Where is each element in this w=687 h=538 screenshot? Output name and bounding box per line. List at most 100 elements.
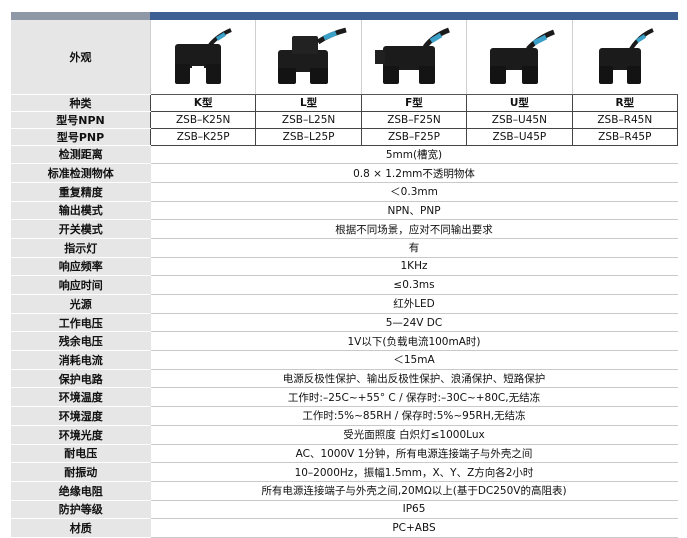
spec-label: 绝缘电阻 <box>11 481 151 501</box>
spec-row: 绝缘电阻所有电源连接端子与外壳之间,20MΩ以上(基于DC250V的高阻表) <box>11 481 678 501</box>
spec-label: 材质 <box>11 518 151 538</box>
pnp-l: ZSB–L25P <box>255 128 362 146</box>
spec-value: ≤0.3ms <box>150 275 678 295</box>
spec-label: 响应频率 <box>11 257 151 277</box>
spec-value: 工作时:–25C~+55° C / 保存时:–30C~+80C,无结冻 <box>150 387 678 408</box>
spec-label: 光源 <box>11 294 151 314</box>
pnp-u: ZSB–U45P <box>466 128 573 146</box>
spec-row: 指示灯有 <box>11 238 678 258</box>
spec-label: 环境光度 <box>11 425 151 445</box>
pnp-row: 型号PNP ZSB–K25P ZSB–L25P ZSB–F25P ZSB–U45… <box>11 128 679 146</box>
spec-label: 保护电路 <box>11 369 151 389</box>
header-bar <box>11 12 678 20</box>
spec-label: 重复精度 <box>11 182 151 202</box>
u-type-photo-cell <box>466 20 573 95</box>
type-l: L型 <box>255 94 362 112</box>
type-f: F型 <box>360 94 468 112</box>
npn-label: 型号NPN <box>11 111 151 129</box>
spec-label: 检测距离 <box>11 145 151 165</box>
spec-value: ＜0.3mm <box>150 182 678 202</box>
npn-row: 型号NPN ZSB–K25N ZSB–L25N ZSB–F25N ZSB–U45… <box>11 111 679 129</box>
spec-label: 防护等级 <box>11 500 151 520</box>
type-u: U型 <box>466 94 573 112</box>
spec-label: 环境温度 <box>11 387 151 408</box>
npn-r: ZSB–R45N <box>571 111 679 129</box>
type-label: 种类 <box>11 94 151 112</box>
spec-row: 重复精度＜0.3mm <box>11 182 678 202</box>
type-k: K型 <box>149 94 257 112</box>
spec-value: PC+ABS <box>150 518 678 538</box>
npn-l: ZSB–L25N <box>255 111 362 129</box>
spec-value: 1V以下(负载电流100mA时) <box>150 331 678 352</box>
l-type-photo-cell <box>255 20 362 95</box>
k-type-sensor-photo <box>175 27 232 84</box>
r-type-sensor-photo <box>599 27 654 84</box>
spec-row: 环境温度工作时:–25C~+55° C / 保存时:–30C~+80C,无结冻 <box>11 387 678 408</box>
l-type-sensor-photo <box>277 27 347 84</box>
spec-row: 光源红外LED <box>11 294 678 314</box>
k-type-photo-cell <box>149 20 256 95</box>
pnp-label: 型号PNP <box>11 128 151 146</box>
type-r: R型 <box>571 94 679 112</box>
spec-label: 响应时间 <box>11 275 151 295</box>
spec-value: 根据不同场景，应对不同输出要求 <box>150 219 678 239</box>
spec-value: 受光面照度 白炽灯≤1000Lux <box>150 425 678 445</box>
spec-label: 耐电压 <box>11 444 151 464</box>
spec-value: 0.8 × 1.2mm不透明物体 <box>150 163 678 183</box>
f-type-photo-cell <box>360 20 467 95</box>
spec-label: 指示灯 <box>11 238 151 258</box>
npn-k: ZSB–K25N <box>149 111 257 129</box>
spec-sheet: 外观 <box>11 12 679 538</box>
spec-row: 保护电路电源反极性保护、输出反极性保护、浪涌保护、短路保护 <box>11 369 678 389</box>
spec-value: IP65 <box>150 500 678 520</box>
spec-label: 标准检测物体 <box>11 163 151 183</box>
spec-label: 环境湿度 <box>11 406 151 426</box>
spec-label: 残余电压 <box>11 331 151 352</box>
header-bar-left <box>11 12 150 20</box>
spec-label: 输出模式 <box>11 201 151 221</box>
spec-value: 5—24V DC <box>150 313 678 333</box>
spec-row: 消耗电流＜15mA <box>11 350 678 370</box>
spec-value: 5mm(槽宽) <box>150 145 678 165</box>
appearance-row: 外观 <box>11 20 678 95</box>
spec-value: 红外LED <box>150 294 678 314</box>
spec-label: 开关模式 <box>11 219 151 239</box>
spec-value: NPN、PNP <box>150 201 678 221</box>
spec-row: 环境湿度工作时:5%~85RH / 保存时:5%~95RH,无结冻 <box>11 406 678 426</box>
spec-value: 1KHz <box>150 257 678 277</box>
r-type-photo-cell <box>571 20 678 95</box>
header-bar-right <box>150 12 678 20</box>
spec-table: 外观 <box>11 20 679 538</box>
pnp-r: ZSB–R45P <box>571 128 679 146</box>
spec-value: 有 <box>150 238 678 258</box>
npn-u: ZSB–U45N <box>466 111 573 129</box>
spec-value: ＜15mA <box>150 350 678 370</box>
spec-value: AC、1000V 1分钟，所有电源连接端子与外壳之间 <box>150 444 678 464</box>
f-type-sensor-photo <box>374 27 450 84</box>
spec-value: 10–2000Hz，振幅1.5mm，X、Y、Z方向各2小时 <box>150 462 678 482</box>
spec-row: 响应时间≤0.3ms <box>11 275 678 295</box>
spec-value: 电源反极性保护、输出反极性保护、浪涌保护、短路保护 <box>150 369 678 389</box>
spec-label: 消耗电流 <box>11 350 151 370</box>
npn-f: ZSB–F25N <box>360 111 468 129</box>
appearance-label: 外观 <box>11 20 151 95</box>
pnp-f: ZSB–F25P <box>360 128 468 146</box>
spec-label: 工作电压 <box>11 313 151 333</box>
spec-value: 所有电源连接端子与外壳之间,20MΩ以上(基于DC250V的高阻表) <box>150 481 678 501</box>
spec-row: 环境光度受光面照度 白炽灯≤1000Lux <box>11 425 678 445</box>
spec-label: 耐振动 <box>11 462 151 482</box>
pnp-k: ZSB–K25P <box>149 128 257 146</box>
type-row: 种类 K型 L型 F型 U型 R型 <box>11 94 679 112</box>
spec-row: 开关模式根据不同场景，应对不同输出要求 <box>11 219 678 239</box>
